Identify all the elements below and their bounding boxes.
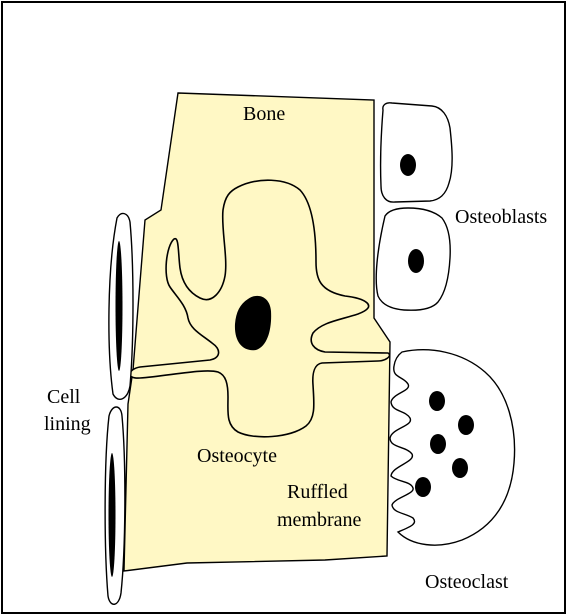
osteoclast-nucleus-2 — [458, 415, 474, 435]
osteoblast-cell-1 — [381, 103, 453, 202]
osteoclast-nucleus-1 — [429, 391, 445, 411]
label-osteoclast: Osteoclast — [425, 571, 509, 593]
label-bone: Bone — [243, 103, 285, 125]
osteoclast-nucleus-5 — [415, 477, 431, 497]
osteoclast-nucleus-3 — [430, 434, 446, 454]
osteoclast-nucleus-4 — [452, 458, 468, 478]
osteoblast-nucleus-2 — [408, 249, 424, 273]
label-cell-lining-line1: Cell — [47, 386, 81, 408]
osteoblast-nucleus-1 — [400, 154, 416, 176]
lining-cell-nucleus-2 — [109, 453, 116, 577]
label-ruffled-line1: Ruffled — [287, 481, 348, 503]
label-osteoblasts: Osteoblasts — [455, 206, 547, 228]
label-cell-lining-line2: lining — [44, 413, 91, 435]
label-ruffled-line2: membrane — [277, 509, 362, 531]
lining-cell-nucleus-1 — [116, 241, 123, 371]
osteoclast-cell — [390, 350, 515, 545]
label-osteocyte: Osteocyte — [197, 445, 277, 467]
